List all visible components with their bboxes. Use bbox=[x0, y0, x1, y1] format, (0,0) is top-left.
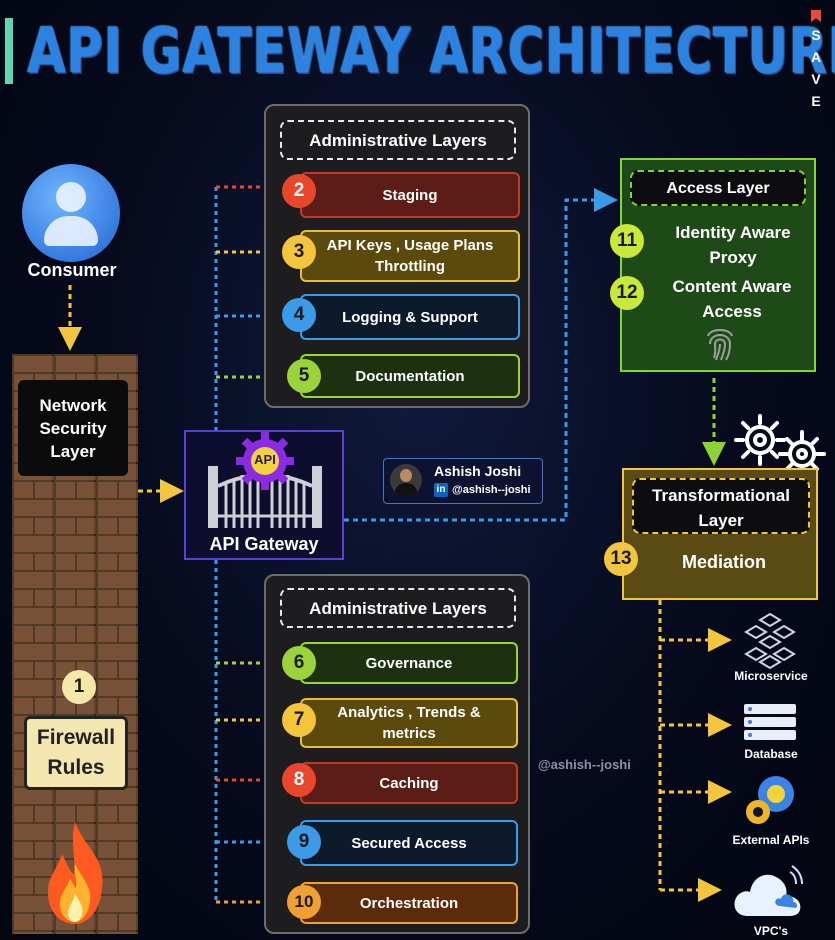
access-layer: Access Layer Identity Aware Proxy Conten… bbox=[620, 158, 816, 372]
save-letter: A bbox=[810, 49, 822, 65]
target-database: Database bbox=[744, 747, 798, 761]
badge-11: 11 bbox=[610, 224, 644, 258]
firewall-rules-box: Firewall Rules bbox=[24, 716, 128, 790]
firewall-number: 1 bbox=[62, 670, 96, 704]
consumer-avatar-icon bbox=[22, 164, 120, 262]
badge-10: 10 bbox=[287, 885, 321, 919]
save-letter: E bbox=[811, 93, 821, 109]
target-microservice: Microservice bbox=[734, 669, 808, 683]
badge-9: 9 bbox=[287, 825, 321, 859]
external-api-icon bbox=[742, 772, 800, 828]
admin-item-staging: Staging bbox=[300, 172, 520, 218]
access-item-identity: Identity Aware Proxy bbox=[675, 223, 791, 267]
title-accent-bar bbox=[5, 18, 13, 84]
save-tag: S A V E bbox=[809, 10, 823, 112]
admin-layers-bottom: Administrative Layers Governance Analyti… bbox=[264, 574, 530, 934]
consumer-label: Consumer bbox=[27, 260, 117, 280]
badge-4: 4 bbox=[282, 298, 316, 332]
author-handle: @ashish--joshi bbox=[452, 484, 531, 496]
badge-2: 2 bbox=[282, 174, 316, 208]
badge-7: 7 bbox=[282, 703, 316, 737]
admin-layers-top-title: Administrative Layers bbox=[280, 120, 516, 160]
gate-icon bbox=[206, 456, 324, 530]
microservice-icon bbox=[740, 610, 800, 670]
page-title: API GATEWAY ARCHITECTURE bbox=[5, 10, 835, 90]
linkedin-icon: in bbox=[434, 483, 448, 497]
watermark: @ashish--joshi bbox=[538, 757, 631, 772]
badge-12: 12 bbox=[610, 276, 644, 310]
gear-icon bbox=[234, 430, 296, 492]
admin-item-analytics: Analytics , Trends & metrics bbox=[300, 698, 518, 748]
fire-icon bbox=[40, 818, 110, 928]
network-security-layer: Network Security Layer bbox=[18, 380, 128, 476]
save-letter: V bbox=[811, 71, 821, 87]
badge-13: 13 bbox=[604, 542, 638, 576]
cloud-icon bbox=[730, 856, 806, 920]
transformational-layer: Transformational Layer Mediation bbox=[622, 468, 818, 600]
access-item-content: Content Aware Access bbox=[672, 277, 792, 321]
access-layer-title: Access Layer bbox=[630, 170, 806, 206]
badge-8: 8 bbox=[282, 763, 316, 797]
admin-item-caching: Caching bbox=[300, 762, 518, 804]
badge-5: 5 bbox=[287, 359, 321, 393]
fingerprint-icon bbox=[702, 322, 738, 362]
api-gateway-label: API Gateway bbox=[209, 534, 319, 554]
admin-layers-bottom-title: Administrative Layers bbox=[280, 588, 516, 628]
admin-item-orchestration: Orchestration bbox=[300, 882, 518, 924]
badge-3: 3 bbox=[282, 235, 316, 269]
admin-item-logging: Logging & Support bbox=[300, 294, 520, 340]
admin-item-governance: Governance bbox=[300, 642, 518, 684]
transformational-title: Transformational Layer bbox=[632, 478, 810, 534]
badge-6: 6 bbox=[282, 646, 316, 680]
author-avatar bbox=[390, 464, 422, 496]
mediation-label: Mediation bbox=[682, 552, 766, 572]
admin-item-api-keys: API Keys , Usage Plans Throttling bbox=[300, 230, 520, 282]
database-icon bbox=[742, 702, 798, 742]
api-gateway: API API Gateway bbox=[184, 430, 344, 560]
admin-item-secured-access: Secured Access bbox=[300, 820, 518, 866]
save-letter: S bbox=[811, 27, 821, 43]
api-badge: API bbox=[254, 452, 276, 467]
author-name: Ashish Joshi bbox=[434, 463, 522, 479]
admin-item-documentation: Documentation bbox=[300, 354, 520, 398]
title-text: API GATEWAY ARCHITECTURE bbox=[27, 14, 835, 87]
author-card: Ashish Joshi in @ashish--joshi bbox=[383, 458, 543, 504]
target-external-apis: External APIs bbox=[732, 833, 810, 847]
bookmark-icon bbox=[811, 10, 821, 22]
target-vpcs: VPC's bbox=[753, 924, 789, 938]
